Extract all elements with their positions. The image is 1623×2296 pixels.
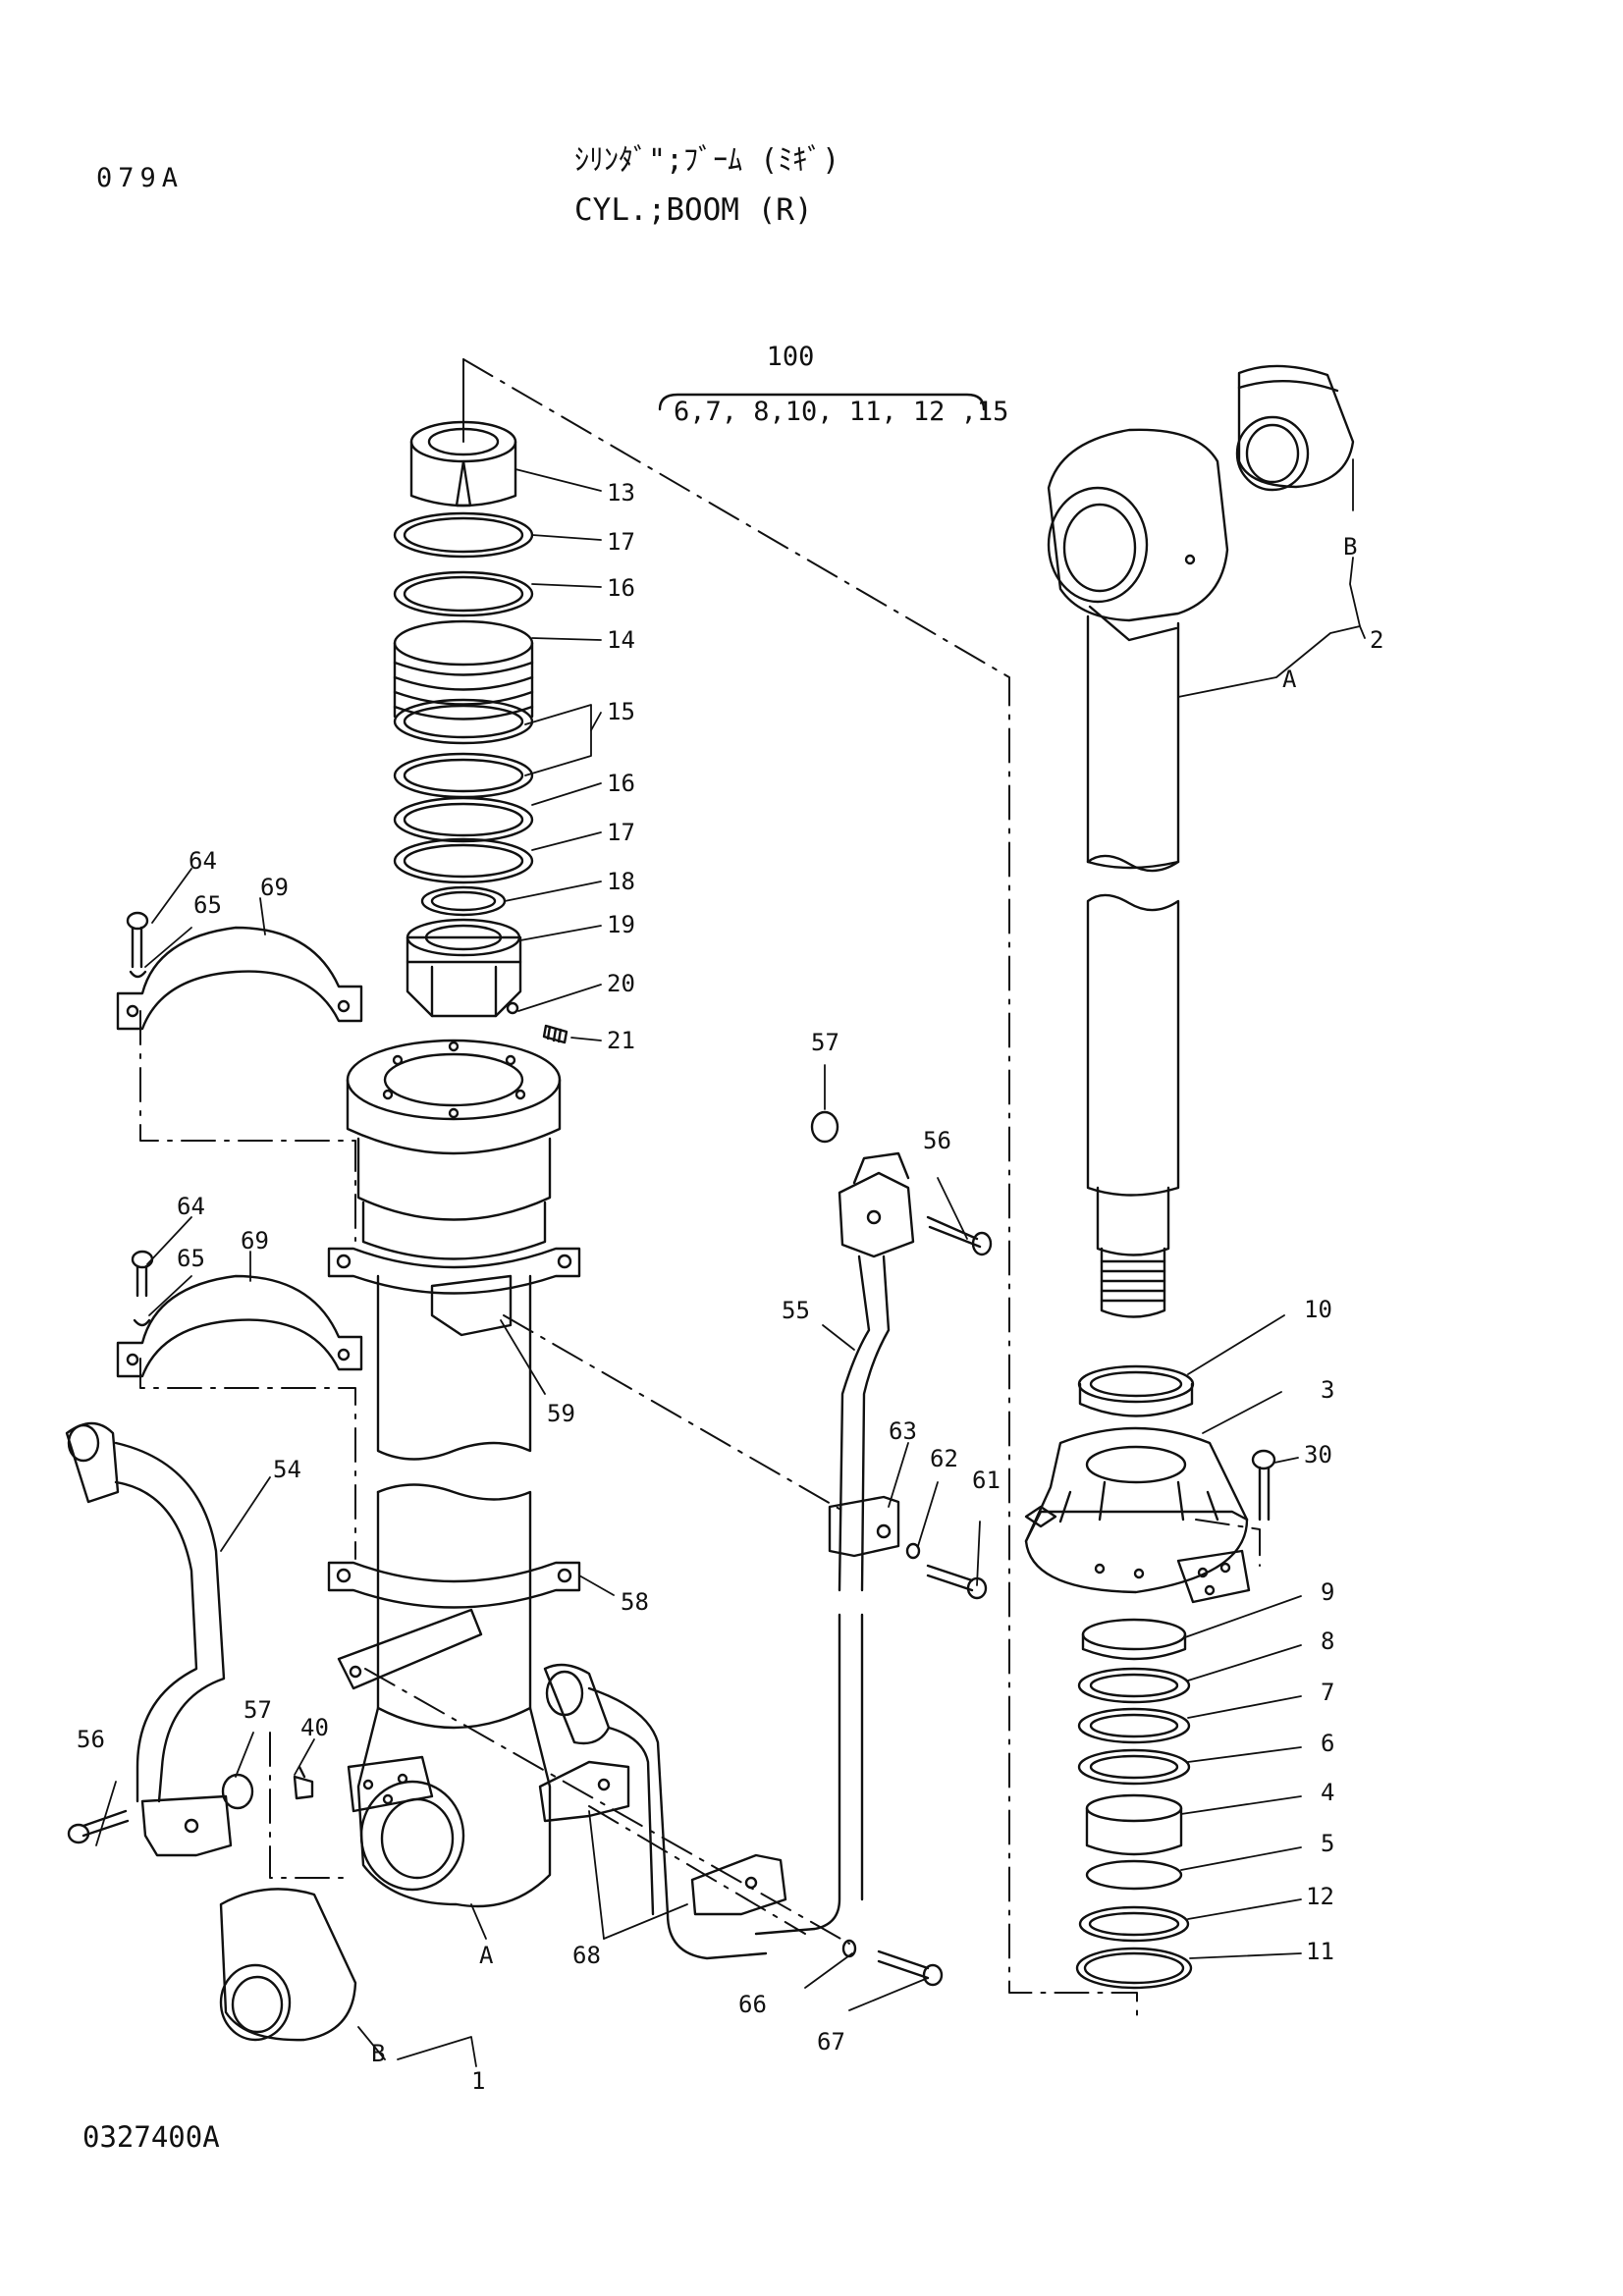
callout-labels: 13 17 16 14 15 16 17 18 19 20 21 64 65 6… — [77, 479, 1383, 2095]
title-english: CYL.;BOOM (R) — [574, 192, 813, 228]
kit-contents-label: 6,7, 8,10, 11, 12 ,15 — [674, 397, 1008, 427]
piston-rod-assembly — [1047, 364, 1355, 1318]
pipe-54 — [65, 1421, 233, 1857]
callout-B-bushing-rod: B — [1343, 533, 1357, 561]
callout-65: 65 — [177, 1245, 205, 1272]
callout-4: 4 — [1321, 1779, 1334, 1806]
callout-56: 56 — [77, 1726, 105, 1753]
callout-9: 9 — [1321, 1578, 1334, 1606]
callout-64: 64 — [189, 847, 217, 875]
callout-68: 68 — [572, 1942, 601, 1969]
callout-A-tube: A — [479, 1942, 494, 1969]
alignment-lines — [139, 358, 1261, 2021]
cylinder-tube-assembly — [219, 420, 768, 2042]
callout-17: 17 — [607, 819, 635, 846]
leader-lines — [95, 458, 1366, 2067]
callout-1: 1 — [471, 2067, 485, 2095]
callout-61: 61 — [972, 1467, 1001, 1494]
callout-69: 69 — [241, 1227, 269, 1255]
callout-58: 58 — [621, 1588, 649, 1616]
callout-2: 2 — [1370, 626, 1383, 654]
callout-67: 67 — [817, 2028, 845, 2056]
callout-20: 20 — [607, 970, 635, 997]
callout-13: 13 — [607, 479, 635, 507]
callout-16: 16 — [607, 574, 635, 602]
kit-100-bracket: 100 6,7, 8,10, 11, 12 ,15 — [658, 342, 1008, 427]
callout-15: 15 — [607, 698, 635, 725]
title-japanese: ｼﾘﾝﾀﾞ";ﾌﾞｰﾑ (ﾐｷﾞ) — [574, 143, 840, 178]
callout-7: 7 — [1321, 1679, 1334, 1706]
callout-3: 3 — [1321, 1376, 1334, 1404]
callout-14: 14 — [607, 626, 635, 654]
callout-B-bushing: B — [371, 2040, 385, 2067]
callout-8: 8 — [1321, 1628, 1334, 1655]
callout-30: 30 — [1304, 1441, 1332, 1468]
callout-54: 54 — [273, 1456, 301, 1483]
callout-18: 18 — [607, 868, 635, 895]
callout-6: 6 — [1321, 1730, 1334, 1757]
callout-65: 65 — [193, 891, 222, 919]
callout-66: 66 — [738, 1991, 767, 2018]
callout-57: 57 — [243, 1696, 272, 1724]
callout-11: 11 — [1306, 1938, 1334, 1965]
callout-16: 16 — [607, 770, 635, 797]
callout-62: 62 — [930, 1445, 958, 1472]
callout-10: 10 — [1304, 1296, 1332, 1323]
callout-57: 57 — [811, 1029, 839, 1056]
page-code: 079A — [96, 163, 185, 193]
callout-5: 5 — [1321, 1830, 1334, 1857]
callout-21: 21 — [607, 1027, 635, 1054]
callout-64: 64 — [177, 1193, 205, 1220]
clamp-69-lower — [116, 1250, 363, 1378]
rod-head-assembly — [1024, 1364, 1276, 1990]
callout-19: 19 — [607, 911, 635, 938]
clamp-69-upper — [116, 911, 363, 1031]
kit-number-label: 100 — [767, 342, 815, 372]
callout-55: 55 — [782, 1297, 810, 1324]
callout-59: 59 — [547, 1400, 575, 1427]
callout-40: 40 — [300, 1714, 329, 1741]
callout-56: 56 — [923, 1127, 951, 1154]
callout-A-rod: A — [1282, 666, 1297, 693]
callout-69: 69 — [260, 874, 289, 901]
drawing-number: 0327400A — [82, 2120, 220, 2154]
callout-12: 12 — [1306, 1883, 1334, 1910]
pipe-55 — [754, 1110, 993, 1936]
callout-17: 17 — [607, 528, 635, 556]
callout-63: 63 — [889, 1417, 917, 1445]
